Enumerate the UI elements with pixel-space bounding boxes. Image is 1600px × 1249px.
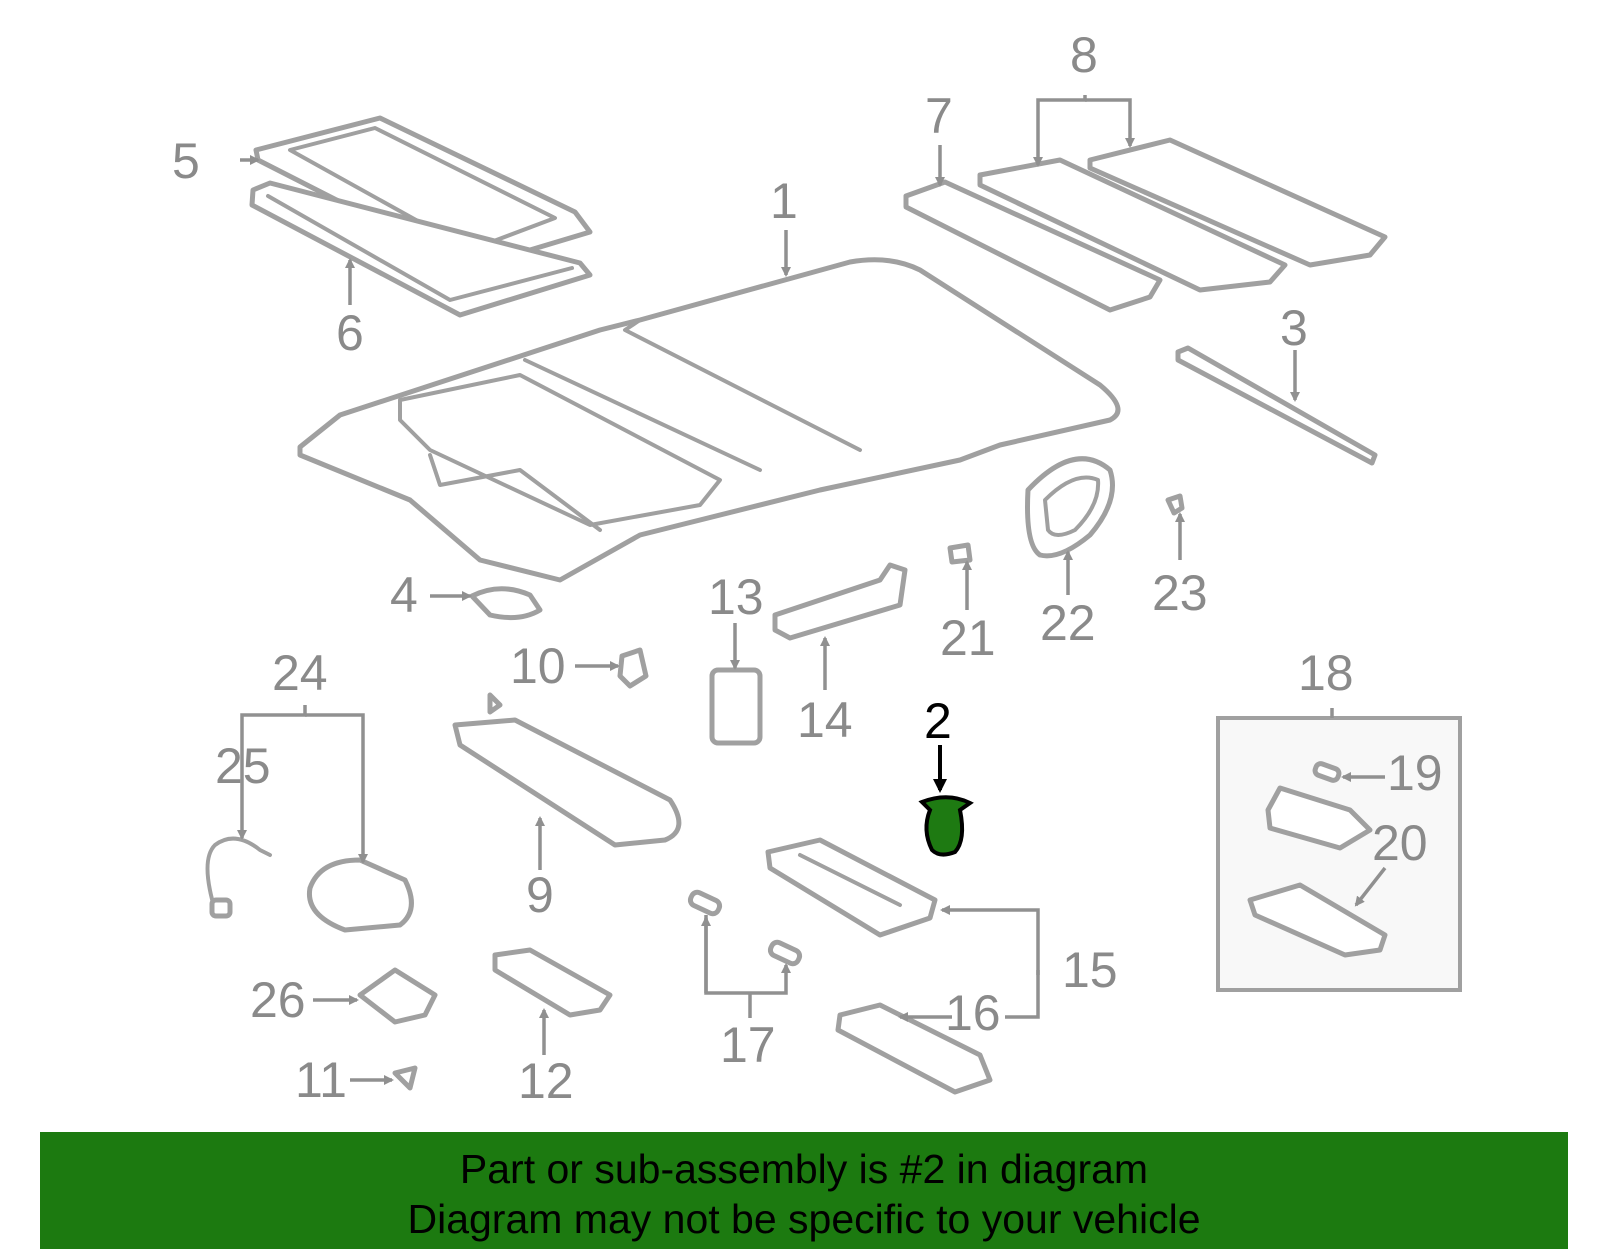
- console-part-15: [765, 837, 938, 938]
- grip-part-14: [772, 562, 908, 641]
- callout-5: 5: [172, 133, 200, 189]
- lens-part-16: [835, 1002, 993, 1095]
- sunroof-seal-part-6: [249, 180, 593, 318]
- callout-11: 11: [295, 1052, 347, 1108]
- callout-16: 16: [945, 985, 1001, 1041]
- trim-panel-part-8b: [1087, 137, 1388, 268]
- callout-labels: 1 2 3 4 5 6 7 8 9 10 11 12 13 14 15 16 1…: [172, 27, 1443, 1109]
- banner-line-2: Diagram may not be specific to your vehi…: [407, 1196, 1201, 1242]
- bulb-part-17b: [767, 939, 803, 967]
- wire-part-25: [205, 836, 272, 919]
- bezel-part-22: [1025, 456, 1115, 559]
- callout-17: 17: [720, 1017, 776, 1073]
- box-part-18: [1216, 716, 1462, 992]
- lamp-part-12: [492, 947, 613, 1018]
- clip-part-23: [1165, 493, 1185, 516]
- callout-19: 19: [1387, 745, 1443, 801]
- callout-10: 10: [510, 638, 566, 694]
- clip-part-10: [617, 647, 649, 689]
- clip-part-21: [947, 542, 973, 565]
- callout-13: 13: [708, 569, 764, 625]
- callout-4: 4: [390, 567, 418, 623]
- bulb-part-17a: [687, 889, 723, 917]
- callout-25: 25: [215, 738, 271, 794]
- callout-26: 26: [250, 972, 306, 1028]
- callout-21: 21: [940, 610, 996, 666]
- callout-8: 8: [1070, 27, 1098, 83]
- lamp-part-24: [306, 857, 414, 933]
- lamp-part-26: [357, 967, 438, 1025]
- clip-part-11: [392, 1065, 418, 1091]
- callout-24: 24: [272, 645, 328, 701]
- sun-visor-part-9: [452, 692, 682, 848]
- callout-7: 7: [925, 88, 953, 144]
- strip-part-3: [1175, 345, 1378, 466]
- trim-panel-part-8a: [977, 157, 1288, 293]
- callout-1: 1: [770, 173, 798, 229]
- callout-2: 2: [924, 693, 952, 749]
- callout-18: 18: [1298, 645, 1354, 701]
- cover-part-13: [709, 667, 763, 746]
- callout-3: 3: [1280, 300, 1308, 356]
- cap-part-4: [469, 586, 543, 621]
- trim-panel-part-7: [903, 179, 1163, 313]
- clip-part-2-highlighted: [918, 795, 974, 857]
- callout-23: 23: [1152, 565, 1208, 621]
- callout-6: 6: [336, 305, 364, 361]
- callout-20: 20: [1372, 815, 1428, 871]
- leader-lines: [237, 95, 1387, 1085]
- callout-15: 15: [1062, 942, 1118, 998]
- callout-9: 9: [526, 867, 554, 923]
- info-banner: Part or sub-assembly is #2 in diagram Di…: [40, 1132, 1568, 1249]
- banner-line-1: Part or sub-assembly is #2 in diagram: [459, 1146, 1149, 1192]
- callout-22: 22: [1040, 595, 1096, 651]
- callout-12: 12: [518, 1053, 574, 1109]
- headliner-part-1: [297, 257, 1121, 583]
- callout-14: 14: [797, 692, 853, 748]
